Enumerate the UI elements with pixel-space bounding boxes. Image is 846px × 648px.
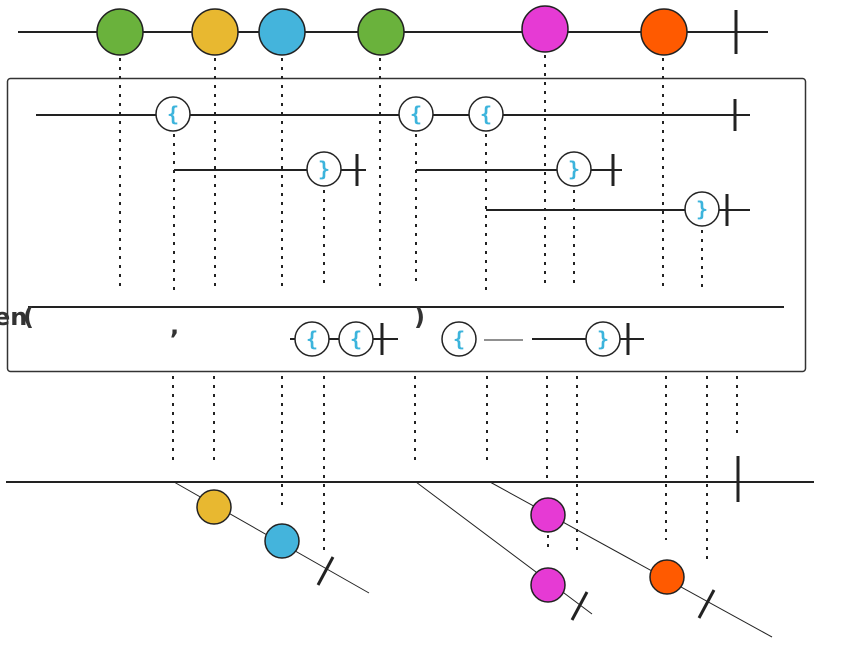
close-brace-icon: } bbox=[696, 197, 708, 221]
marble-blue bbox=[264, 523, 300, 559]
close-brace-icon: } bbox=[597, 327, 609, 351]
source-marbles bbox=[96, 5, 688, 56]
marble-orange bbox=[640, 8, 688, 56]
open-brace-icon: { bbox=[453, 327, 465, 351]
close-brace-icon: } bbox=[318, 157, 330, 181]
marble-yellow bbox=[191, 8, 239, 56]
operator-open-paren: ( bbox=[23, 303, 34, 331]
marble-green bbox=[357, 8, 405, 56]
operator-box bbox=[6, 77, 807, 373]
marble-green bbox=[96, 8, 144, 56]
notification-rings: { { { } } } { { { } bbox=[155, 96, 720, 357]
open-brace-icon: { bbox=[350, 327, 362, 351]
marble-blue bbox=[258, 8, 306, 56]
marble-yellow bbox=[196, 489, 232, 525]
output-window-lines bbox=[173, 481, 773, 638]
output-timeline bbox=[6, 456, 814, 502]
projection-lines bbox=[119, 55, 738, 564]
marble-magenta bbox=[530, 497, 566, 533]
opening-timeline bbox=[36, 99, 750, 131]
open-brace-icon: { bbox=[167, 102, 179, 126]
operator-comma: , bbox=[170, 312, 179, 340]
output-marbles bbox=[196, 489, 685, 603]
closing-timelines bbox=[174, 154, 750, 226]
close-brace-icon: } bbox=[568, 157, 580, 181]
operator-close-paren: ) bbox=[414, 303, 425, 331]
marble-magenta bbox=[521, 5, 569, 53]
operator-name-fragment: en bbox=[0, 303, 27, 331]
marble-orange bbox=[649, 559, 685, 595]
open-brace-icon: { bbox=[306, 327, 318, 351]
operator-label: en ( , ) bbox=[0, 303, 425, 340]
open-brace-icon: { bbox=[480, 102, 492, 126]
open-brace-icon: { bbox=[410, 102, 422, 126]
marble-magenta bbox=[530, 567, 566, 603]
